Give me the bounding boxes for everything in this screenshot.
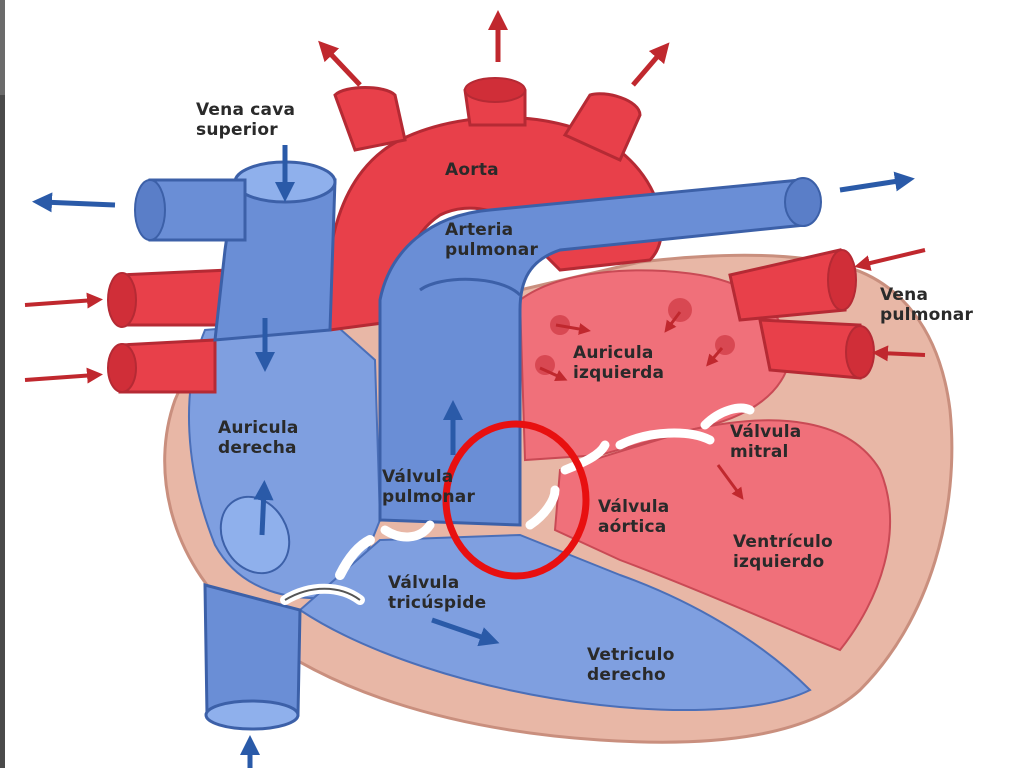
aortic-valve (525, 485, 560, 530)
mitral-valve (615, 428, 715, 450)
arrow-aorta-left (318, 40, 362, 87)
label-valvula-pulmonar: Válvula pulmonar (382, 467, 475, 507)
label-arteria-pulmonar: Arteria pulmonar (445, 220, 538, 260)
label-ventriculo-izquierdo: Ventrículo izquierdo (733, 532, 833, 572)
label-valvula-aortica: Válvula aórtica (598, 497, 669, 537)
label-valvula-tricuspide: Válvula tricúspide (388, 573, 486, 613)
aorta (326, 115, 664, 332)
label-vena-cava-superior: Vena cava superior (196, 100, 295, 140)
arrow-pv-upper-in (854, 248, 926, 271)
label-line: Válvula (598, 497, 670, 517)
arrow-rv-flow (431, 617, 500, 647)
label-vetriculo-derecho: Vetriculo derecho (587, 645, 675, 685)
label-line: Vena (880, 285, 929, 305)
label-line: Vetriculo (587, 645, 675, 665)
arrow-left-upper-in (24, 292, 103, 309)
label-line: Válvula (730, 422, 802, 442)
arrow-blue-out-left (32, 192, 116, 213)
right-ventricle (298, 533, 812, 711)
pulmonary-valve (380, 520, 435, 542)
label-line: pulmonar (880, 305, 974, 325)
label-line: izquierda (573, 363, 665, 383)
label-line: pulmonar (382, 487, 476, 507)
arrow-aorta-right (631, 42, 670, 87)
label-line: Auricula (573, 343, 654, 363)
label-line: izquierdo (733, 552, 825, 572)
label-line: aórtica (598, 517, 667, 537)
label-line: derecha (218, 438, 297, 458)
label-line: superior (196, 120, 278, 140)
label-line: Válvula (382, 467, 454, 487)
label-valvula-mitral: Válvula mitral (730, 422, 801, 462)
pulmonary-artery (378, 178, 807, 527)
label-vena-pulmonar: Vena pulmonar (880, 285, 973, 325)
left-edge-strip (0, 0, 5, 768)
label-line: mitral (730, 442, 789, 462)
label-line: tricúspide (388, 593, 487, 613)
label-line: Auricula (218, 418, 299, 438)
fossa-ovalis (219, 495, 291, 575)
mitral-valve-2 (700, 403, 755, 430)
label-line: Vena cava (196, 100, 296, 120)
arrow-la-to-lv (716, 464, 744, 500)
arrow-ivc-up (253, 480, 274, 536)
aorta-branch-right (562, 92, 642, 162)
label-line: Arteria (445, 220, 514, 240)
label-line: Ventrículo (733, 532, 833, 552)
arrow-blue-out-right (839, 171, 915, 193)
left-ventricle (553, 419, 891, 652)
label-line: derecho (587, 665, 666, 685)
label-line: Válvula (388, 573, 460, 593)
arrow-pv-lower-in (872, 345, 926, 362)
aorta-branch-left (333, 86, 407, 152)
arrow-left-lower-in (24, 367, 103, 384)
highlight-circle (442, 420, 590, 580)
aortic-valve-2 (560, 440, 610, 475)
label-auricula-derecha: Auricula derecha (218, 418, 299, 458)
tricuspid-valve-2 (335, 535, 375, 580)
label-line: pulmonar (445, 240, 539, 260)
pulmonary-vein-lower (758, 318, 862, 380)
label-auricula-izquierda: Auricula izquierda (573, 343, 664, 383)
label-aorta: Aorta (445, 160, 499, 180)
label-line: Aorta (445, 160, 499, 180)
